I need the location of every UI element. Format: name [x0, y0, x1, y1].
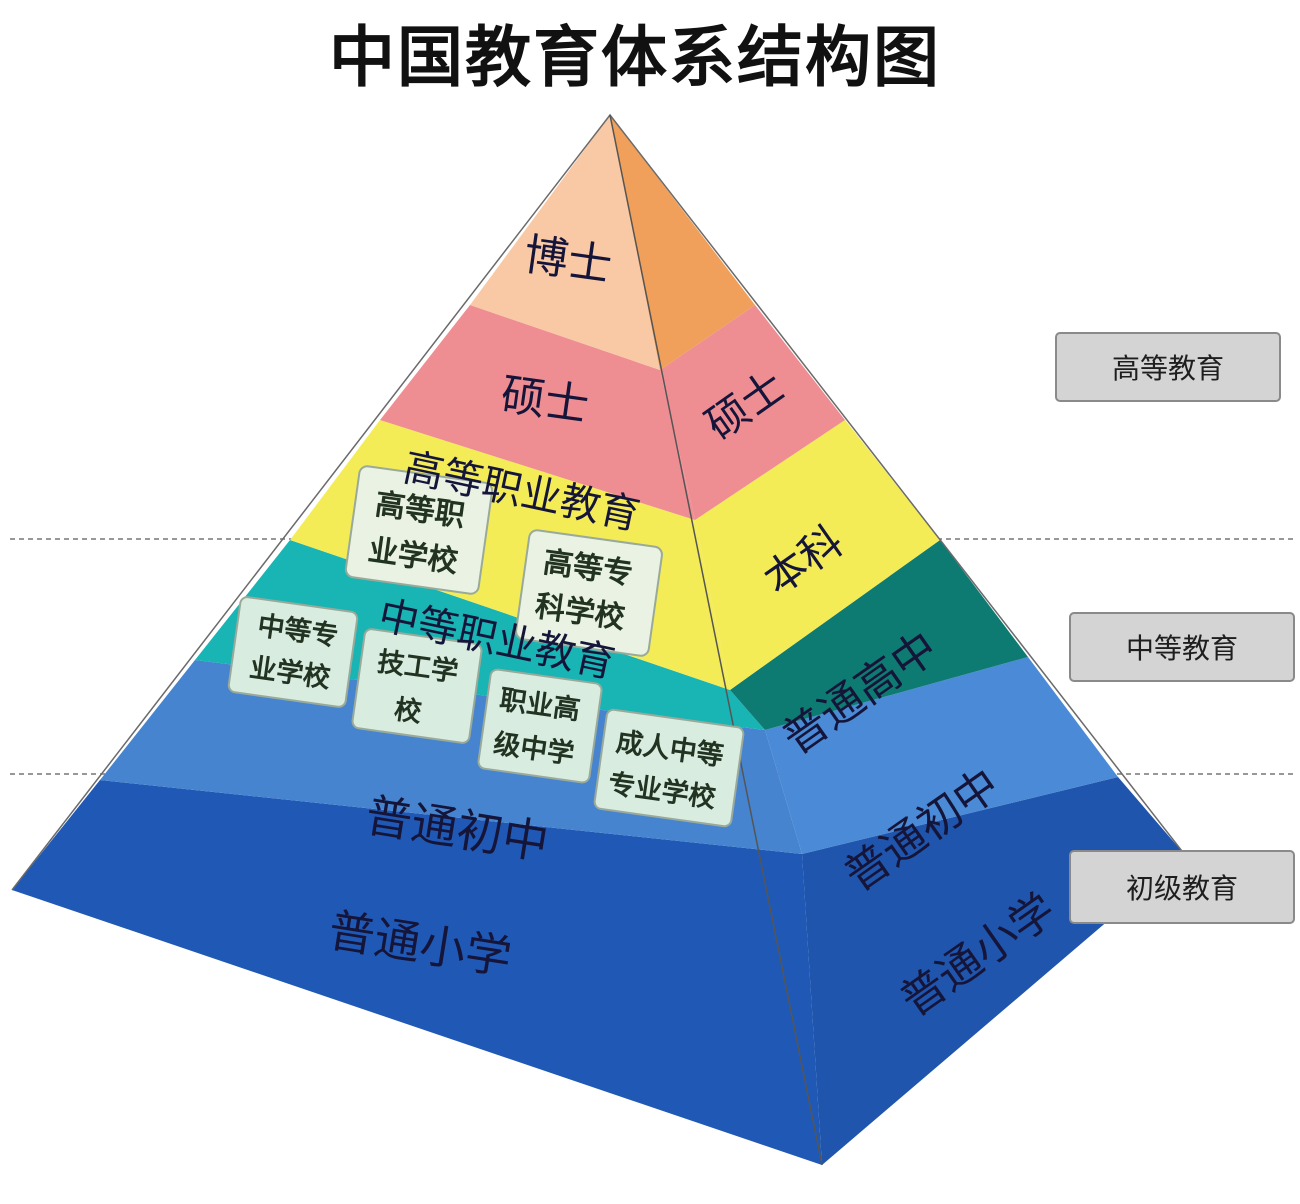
level-label-higher: 高等教育 — [1111, 352, 1224, 385]
label-master-front: 硕士 — [498, 369, 592, 432]
side-band-phd — [610, 115, 755, 370]
page-title: 中国教育体系结构图 — [329, 19, 941, 96]
school-box-technical — [351, 628, 483, 744]
side-band-master — [660, 305, 845, 520]
level-box-secondary-education: 中等教育 — [1069, 612, 1295, 682]
front-band-phd — [470, 115, 660, 370]
side-band-bachelor — [695, 420, 940, 690]
school-box-adult-secondary — [593, 708, 745, 828]
label-technical-school-2: 校 — [392, 693, 423, 728]
level-box-higher-education: 高等教育 — [1055, 332, 1281, 402]
level-box-primary-education: 初级教育 — [1069, 850, 1295, 924]
front-band-primary — [12, 780, 822, 1165]
school-box-vocational-high — [477, 668, 603, 784]
side-band-junior-middle — [765, 657, 1118, 854]
school-box-higher-vocational — [344, 465, 494, 595]
front-band-master — [380, 305, 695, 520]
level-label-secondary: 中等教育 — [1125, 632, 1238, 665]
side-band-senior-high — [730, 540, 1028, 730]
level-label-primary: 初级教育 — [1125, 872, 1238, 905]
front-band-secondary-vocational — [195, 540, 765, 730]
label-phd: 博士 — [521, 229, 615, 292]
school-box-higher-specialized — [515, 529, 663, 657]
school-box-secondary-specialized — [227, 596, 359, 708]
